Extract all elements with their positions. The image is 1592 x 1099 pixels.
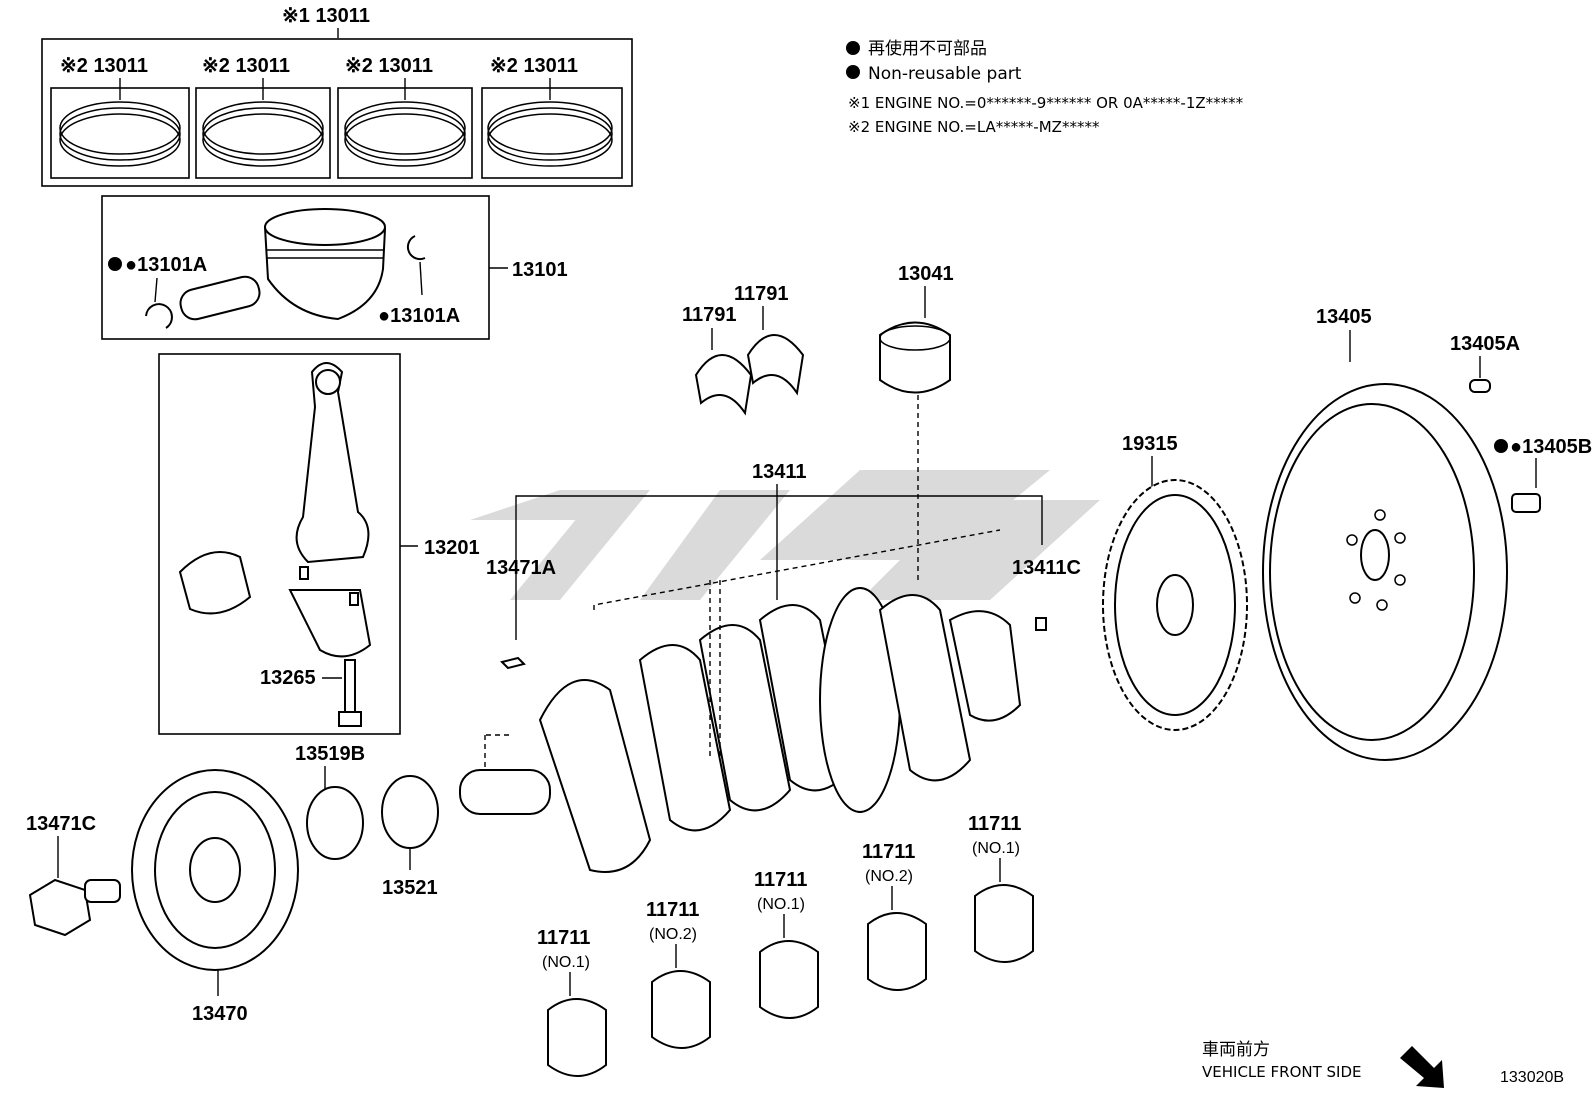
label-flywheel: 13405 — [1316, 306, 1372, 328]
main-bearing-icon — [867, 912, 927, 991]
piston-pin-icon — [179, 275, 261, 321]
snap-ring-icon — [145, 303, 173, 329]
bolt-icon — [344, 659, 356, 716]
crank-web-icon — [538, 679, 652, 873]
label-snap-ring-right: ●13101A — [378, 305, 460, 327]
crank-flange-icon — [948, 610, 1022, 722]
ring-stack — [59, 101, 613, 167]
label-ring-set-a: ※2 13011 — [60, 55, 148, 77]
label-pulley: 13470 — [192, 1003, 248, 1025]
main-bearing-icon — [547, 998, 607, 1077]
direction-en: VEHICLE FRONT SIDE — [1202, 1063, 1362, 1081]
label-pin-13411c: 13411C — [1012, 557, 1081, 579]
label-bearing-4-sub: (NO.2) — [865, 868, 913, 885]
label-thrust-washer-1: 11791 — [682, 304, 737, 326]
label-piston: 13101 — [512, 259, 568, 281]
label-conrod-bolt: 13265 — [260, 667, 316, 689]
label-pulley-bolt: 13471C — [26, 813, 96, 835]
front-parts: 13471C 13470 13519B 13521 — [26, 743, 439, 1025]
label-bearing-5: 11711 — [968, 813, 1021, 835]
label-bearing-3-sub: (NO.1) — [757, 896, 805, 913]
label-thrust-washer-2: 11791 — [734, 283, 789, 305]
label-pin-13405a: 13405A — [1450, 333, 1520, 355]
pulley-bolt-icon — [28, 878, 92, 937]
legend-note-2: ※2 ENGINE NO.=LA*****-MZ***** — [848, 118, 1100, 136]
dowel-pin-icon — [1469, 379, 1491, 393]
label-bearing-4: 11711 — [862, 841, 915, 863]
arrow-down-right-icon — [1400, 1046, 1444, 1088]
label-bearing-13041: 13041 — [898, 263, 954, 285]
footer: 車両前方 VEHICLE FRONT SIDE 133020B — [1202, 1040, 1564, 1088]
label-bearing-2-sub: (NO.2) — [649, 926, 697, 943]
label-bearing-2: 11711 — [646, 899, 699, 921]
filled-circle-icon — [1494, 439, 1508, 453]
thrust-washer-icon — [746, 334, 805, 396]
label-ring-set-b: ※2 13011 — [202, 55, 290, 77]
conrod-cap-icon — [288, 589, 372, 658]
conrod-icon — [295, 362, 370, 564]
bearing-shell-icon — [879, 321, 951, 394]
direction-jp: 車両前方 — [1202, 1040, 1270, 1060]
label-key-13519b: 13519B — [295, 743, 365, 765]
sprocket-icon — [306, 786, 364, 860]
snap-ring-icon — [406, 235, 426, 261]
main-bearing-icon — [651, 970, 711, 1049]
watermark-logo — [470, 470, 1100, 600]
legend-jp-note: 再使用不可部品 — [868, 38, 987, 59]
crank-web-icon — [878, 594, 972, 782]
thrust-washer-icon — [694, 354, 753, 416]
legend-note-1: ※1 ENGINE NO.=0******-9****** OR 0A*****… — [848, 94, 1244, 112]
main-bearings: 11711 (NO.1) 11711 (NO.2) 11711 (NO.1) 1… — [537, 813, 1034, 1077]
label-signal-plate: 19315 — [1122, 433, 1178, 455]
label-bearing-1: 11711 — [537, 927, 590, 949]
conrod-group: 13201 13265 — [158, 353, 480, 735]
piston-ring-sets: ※1 13011 ※2 13011 ※2 13011 ※2 13011 ※2 1… — [41, 5, 633, 187]
label-bearing-3: 11711 — [754, 869, 807, 891]
label-sprocket-13521: 13521 — [382, 877, 438, 899]
conrod-bearing-icon — [178, 551, 252, 615]
legend: 再使用不可部品 Non-reusable part ※1 ENGINE NO.=… — [846, 38, 1244, 136]
label-bearing-1-sub: (NO.1) — [542, 954, 590, 971]
legend-en-note: Non-reusable part — [868, 64, 1022, 84]
label-bearing-5-sub: (NO.1) — [972, 840, 1020, 857]
signal-plate-group: 19315 — [1102, 433, 1248, 731]
crankshaft-group: 13411 13471A 13411C 11791 11791 13 — [459, 263, 1081, 873]
filled-circle-icon — [846, 41, 860, 55]
crank-web-icon — [638, 644, 732, 832]
bolt-icon — [1511, 493, 1541, 513]
label-ring-set-c: ※2 13011 — [345, 55, 433, 77]
label-ring-set-d: ※2 13011 — [490, 55, 578, 77]
label-snap-ring-left: ●13101A — [125, 254, 207, 276]
label-key-13471a: 13471A — [486, 557, 556, 579]
filled-circle-icon — [108, 257, 122, 271]
flywheel-group: 13405 13405A ●13405B — [1262, 306, 1592, 761]
main-bearing-icon — [974, 884, 1034, 963]
piston-group: 13101 ●13101A ●13101A — [101, 195, 568, 340]
label-bolt-13405b: ●13405B — [1510, 436, 1592, 458]
crank-snout-icon — [459, 769, 551, 815]
label-ring-set-main: ※1 13011 — [282, 5, 370, 27]
label-conrod: 13201 — [424, 537, 480, 559]
main-bearing-icon — [759, 940, 819, 1019]
filled-circle-icon — [846, 65, 860, 79]
diagram-code: 133020B — [1500, 1069, 1564, 1086]
label-crankshaft: 13411 — [752, 461, 807, 483]
sprocket-icon — [381, 775, 439, 849]
crank-web-icon — [698, 624, 792, 812]
